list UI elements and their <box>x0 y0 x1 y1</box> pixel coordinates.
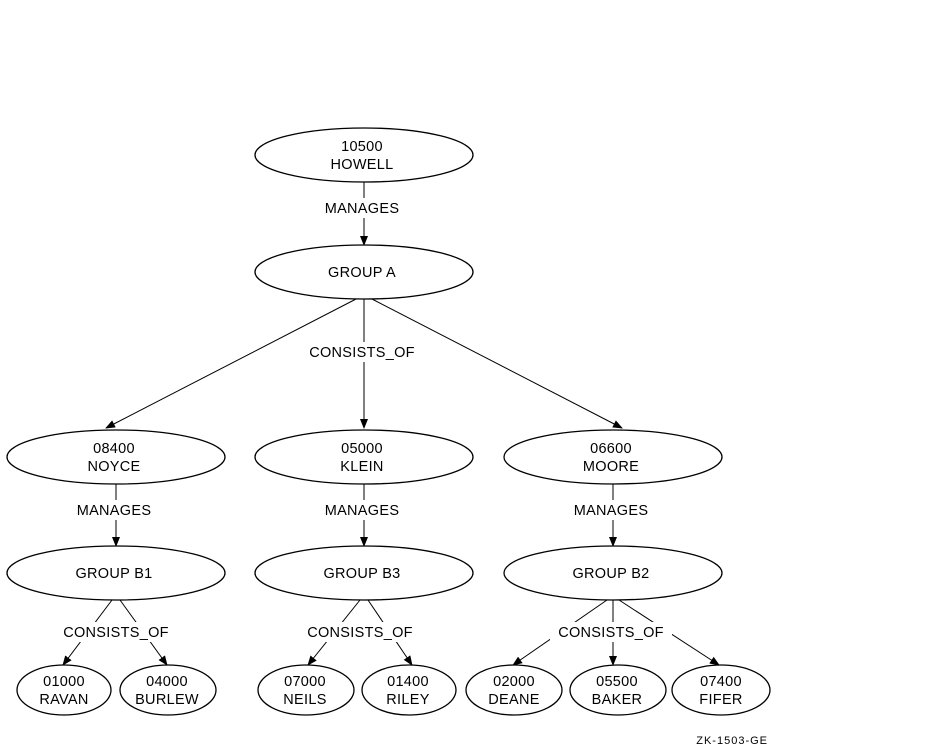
node-noyce: 08400 NOYCE <box>6 429 226 485</box>
edge-label-consists-of: CONSISTS_OF <box>309 345 415 361</box>
edge-label-consists-of: CONSISTS_OF <box>307 625 413 641</box>
node-riley-id: 01400 <box>387 674 429 690</box>
edge-label-manages: MANAGES <box>77 503 152 519</box>
edge-label-consists-of: CONSISTS_OF <box>558 625 664 641</box>
node-ravan: 01000 RAVAN <box>16 664 112 716</box>
node-burlew: 04000 BURLEW <box>119 664 217 716</box>
node-deane-id: 02000 <box>493 674 535 690</box>
node-neils-id: 07000 <box>284 674 326 690</box>
node-neils: 07000 NEILS <box>257 664 355 716</box>
node-group-a: GROUP A <box>254 244 474 300</box>
node-ravan-id: 01000 <box>43 674 85 690</box>
node-group-b1: GROUP B1 <box>6 545 226 601</box>
figure-id: ZK-1503-GE <box>696 735 768 747</box>
node-howell: 10500 HOWELL <box>254 127 474 183</box>
node-group-b3-label: GROUP B3 <box>323 566 400 582</box>
edge-label-manages: MANAGES <box>325 201 400 217</box>
edge-label-consists-of: CONSISTS_OF <box>63 625 169 641</box>
edge-label-manages: MANAGES <box>325 503 400 519</box>
node-burlew-name: BURLEW <box>135 692 199 708</box>
node-fifer-id: 07400 <box>700 674 742 690</box>
node-fifer: 07400 FIFER <box>671 664 771 716</box>
node-group-a-label: GROUP A <box>328 265 396 281</box>
node-group-b2: GROUP B2 <box>503 545 723 601</box>
node-howell-name: HOWELL <box>330 157 393 173</box>
node-moore-name: MOORE <box>583 459 639 475</box>
node-klein-name: KLEIN <box>340 459 383 475</box>
node-baker-name: BAKER <box>592 692 643 708</box>
edge-group-a-moore <box>369 297 623 429</box>
node-baker-id: 05500 <box>596 674 638 690</box>
node-ravan-name: RAVAN <box>39 692 88 708</box>
node-baker: 05500 BAKER <box>569 664 667 716</box>
node-noyce-id: 08400 <box>93 441 135 457</box>
edge-group-a-noyce <box>105 297 359 429</box>
node-noyce-name: NOYCE <box>87 459 140 475</box>
node-moore: 06600 MOORE <box>503 429 723 485</box>
node-klein: 05000 KLEIN <box>254 429 474 485</box>
edge-label-manages: MANAGES <box>574 503 649 519</box>
node-riley-name: RILEY <box>386 692 429 708</box>
node-neils-name: NEILS <box>283 692 326 708</box>
node-burlew-id: 04000 <box>146 674 188 690</box>
node-fifer-name: FIFER <box>699 692 742 708</box>
node-moore-id: 06600 <box>590 441 632 457</box>
node-group-b2-label: GROUP B2 <box>572 566 649 582</box>
node-klein-id: 05000 <box>341 441 383 457</box>
node-group-b1-label: GROUP B1 <box>75 566 152 582</box>
node-deane-name: DEANE <box>488 692 539 708</box>
node-deane: 02000 DEANE <box>465 664 563 716</box>
node-riley: 01400 RILEY <box>361 664 457 716</box>
node-howell-id: 10500 <box>341 139 383 155</box>
node-group-b3: GROUP B3 <box>254 545 474 601</box>
